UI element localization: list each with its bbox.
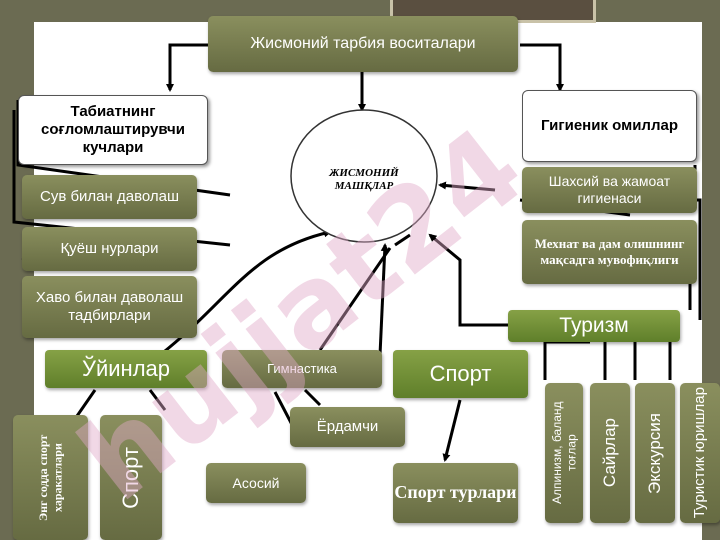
sport-small-label: Спорт [117, 446, 143, 509]
turizm-box: Туризм [508, 310, 680, 342]
turizm-item-excursion: Экскурсия [635, 383, 675, 523]
gimnastika-box: Гимнастика [222, 350, 382, 388]
yordamchi-label: Ёрдамчи [316, 418, 379, 435]
center-ellipse [290, 109, 438, 243]
eng-sodda-box: Энг содда спорт харакатлари [13, 415, 88, 540]
yordamchi-box: Ёрдамчи [290, 407, 405, 447]
turizm-item-alpinism-label: Алпинизм, баланд тоғлар [549, 401, 578, 505]
right-item-work-rest: Мехнат ва дам олишнинг мақсадга мувофиқл… [522, 220, 697, 284]
turizm-item-alpinism: Алпинизм, баланд тоғлар [545, 383, 583, 523]
eng-sodda-label: Энг содда спорт харакатлари [36, 434, 65, 521]
left-item-air-label: Хаво билан даволаш тадбирлари [35, 289, 184, 324]
left-item-sun-label: Қуёш нурлари [60, 240, 159, 257]
asosiy-label: Асосий [232, 474, 280, 491]
gimnastika-label: Гимнастика [267, 361, 337, 377]
sport-label: Спорт [429, 360, 492, 386]
uyinlar-label: Ўйинлар [81, 355, 170, 381]
asosiy-box: Асосий [206, 463, 306, 503]
turizm-label: Туризм [559, 314, 629, 338]
turizm-item-hiking-label: Туристик юришлар [691, 387, 708, 519]
uyinlar-box: Ўйинлар [45, 350, 207, 388]
right-item-hygiene-label: Шахсий ва жамоат гигиенаси [548, 173, 671, 206]
center-label: ЖИСМОНИЙ МАШҚЛАР [305, 160, 423, 200]
sport-turlari-box: Спорт турлари [393, 463, 518, 523]
left-header-box: Табиатнинг соғломлаштирувчи кучлари [18, 95, 208, 165]
turizm-item-excursion-label: Экскурсия [644, 412, 664, 494]
turizm-item-walks-label: Сайрлар [599, 418, 619, 488]
right-item-work-rest-label: Мехнат ва дам олишнинг мақсадга мувофиқл… [534, 236, 685, 267]
sport-box: Спорт [393, 350, 528, 398]
right-item-hygiene: Шахсий ва жамоат гигиенаси [522, 167, 697, 213]
sport-small-box: Спорт [100, 415, 162, 540]
left-item-sun: Қуёш нурлари [22, 227, 197, 271]
left-header-text: Табиатнинг соғломлаштирувчи кучлари [41, 103, 185, 156]
left-item-air: Хаво билан даволаш тадбирлари [22, 276, 197, 338]
left-item-water-label: Сув билан даволаш [39, 188, 180, 205]
right-header-box: Гигиеник омиллар [522, 90, 697, 162]
title-text: Жисмоний тарбия воситалари [250, 35, 476, 53]
turizm-item-walks: Сайрлар [590, 383, 630, 523]
right-header-text: Гигиеник омиллар [541, 117, 678, 134]
title-box: Жисмоний тарбия воситалари [208, 16, 518, 72]
left-item-water: Сув билан даволаш [22, 175, 197, 219]
turizm-item-hiking: Туристик юришлар [680, 383, 720, 523]
center-text: ЖИСМОНИЙ МАШҚЛАР [329, 166, 399, 192]
sport-turlari-label: Спорт турлари [394, 482, 517, 503]
